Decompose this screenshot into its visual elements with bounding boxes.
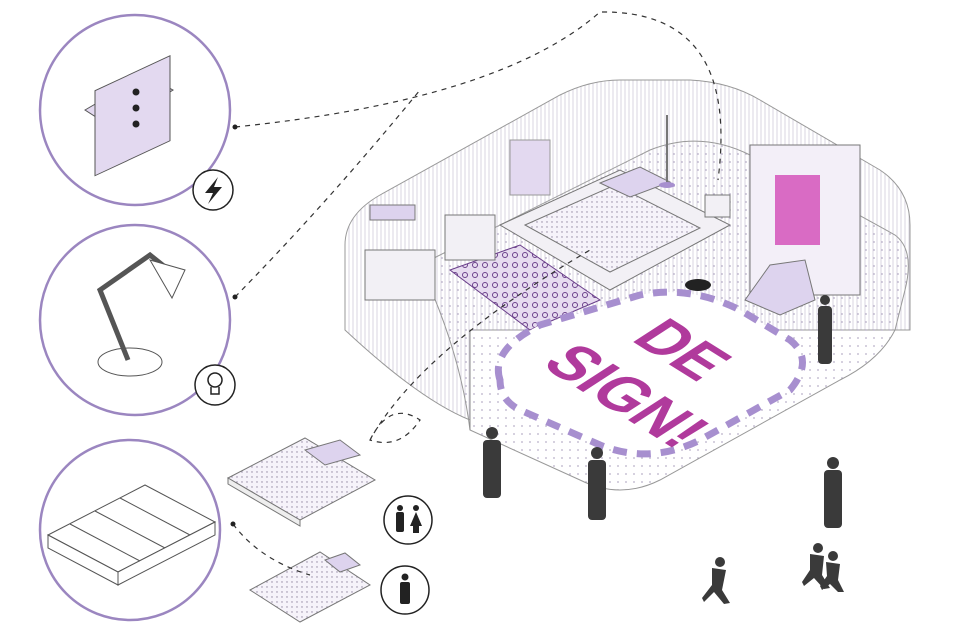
people bbox=[483, 295, 844, 604]
clothes bbox=[775, 175, 820, 245]
person bbox=[483, 427, 501, 498]
socket-plate bbox=[94, 54, 171, 177]
shelf-books bbox=[369, 204, 416, 221]
desk bbox=[364, 249, 436, 301]
dresser bbox=[444, 214, 496, 261]
running-children bbox=[802, 543, 844, 592]
nightstand bbox=[704, 194, 731, 218]
lightbulb-icon bbox=[207, 372, 223, 395]
armchair bbox=[744, 259, 816, 316]
badge-person bbox=[380, 565, 430, 615]
leader-lines bbox=[232, 11, 722, 576]
callout-pallet bbox=[38, 438, 222, 622]
couple-icon bbox=[396, 505, 422, 533]
callout-wall-socket bbox=[38, 13, 232, 207]
bed bbox=[498, 166, 732, 291]
person bbox=[818, 295, 832, 364]
person bbox=[588, 447, 606, 520]
running-child bbox=[702, 557, 730, 604]
badge-couple bbox=[383, 495, 433, 545]
single-mattress bbox=[249, 551, 371, 623]
badge-lightning bbox=[192, 169, 234, 211]
rug bbox=[448, 244, 602, 331]
person-icon bbox=[400, 573, 410, 604]
callout-desk-lamp bbox=[38, 223, 232, 417]
person bbox=[824, 457, 842, 528]
wall-picture bbox=[509, 139, 551, 196]
badge-lightbulb bbox=[194, 364, 236, 406]
cat bbox=[685, 279, 711, 291]
lightning-icon bbox=[205, 177, 222, 204]
double-mattress bbox=[226, 437, 377, 527]
